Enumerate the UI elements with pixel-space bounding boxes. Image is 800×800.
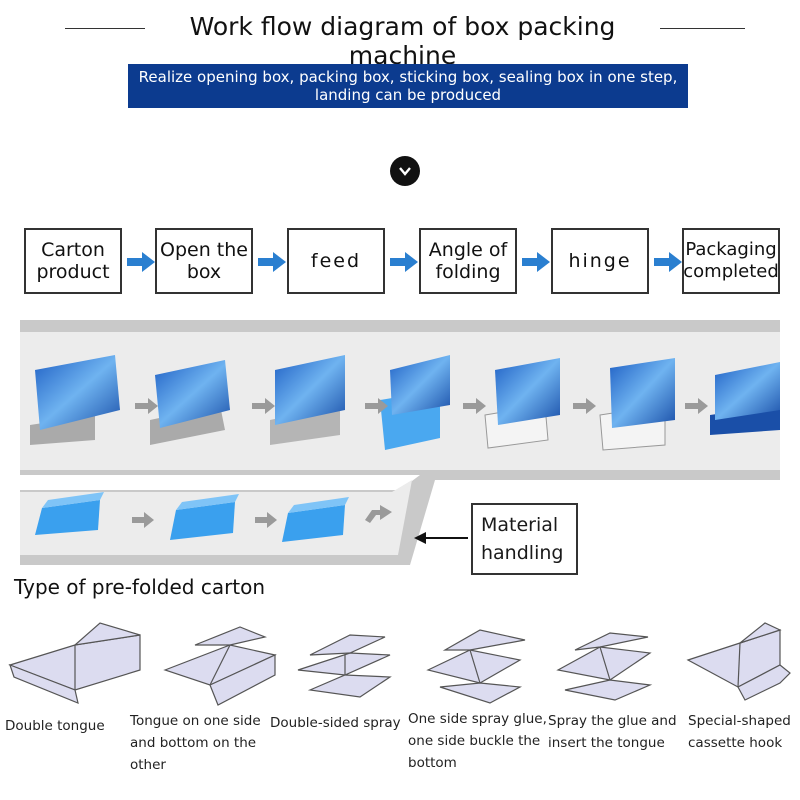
flow-step-feed: feed	[287, 228, 385, 294]
lane-arrow-icon	[573, 398, 596, 414]
label-line: bottom	[408, 755, 457, 771]
step-label: Carton	[41, 239, 105, 261]
label-line: Double-sided spray	[270, 715, 401, 731]
carton-stage-2	[150, 360, 230, 445]
carton-diagram-double-sided-spray	[297, 634, 392, 698]
flat-carton-3	[282, 497, 349, 542]
label-line: Double tongue	[5, 718, 105, 734]
carton-type-label: Tongue on one side and bottom on the oth…	[130, 710, 261, 776]
flow-arrow-icon	[390, 252, 418, 272]
carton-type-label: Spray the glue and insert the tongue	[548, 710, 677, 754]
lane-arrow-icon	[685, 398, 708, 414]
carton-stage-3	[270, 355, 345, 445]
label-line: other	[130, 757, 166, 773]
label-line: and bottom on the	[130, 735, 257, 751]
lane-arrow-icon	[252, 398, 275, 414]
carton-stage-7	[710, 362, 780, 435]
flow-arrow-icon	[654, 252, 682, 272]
conveyor-illustration	[20, 320, 780, 565]
material-line-1: Material	[481, 514, 559, 536]
lane-arrow-icon	[365, 398, 388, 414]
step-label: hinge	[568, 250, 632, 272]
flow-arrow-icon	[258, 252, 286, 272]
carton-type-diagrams	[8, 622, 791, 706]
carton-stage-4	[380, 355, 450, 450]
carton-stage-5	[484, 358, 560, 449]
carton-diagram-tongue-bottom	[163, 626, 277, 706]
carton-diagram-spray-tongue	[556, 632, 653, 701]
label-line: cassette hook	[688, 735, 783, 751]
label-line: one side buckle the	[408, 733, 541, 749]
step-label: Angle of	[428, 239, 508, 261]
carton-diagram-double-tongue	[8, 622, 141, 704]
material-handling-label: Material handling	[471, 503, 578, 575]
step-label: feed	[310, 250, 362, 272]
step-label: folding	[435, 261, 501, 283]
carton-stage-1	[30, 355, 120, 445]
pointer-arrow-icon	[414, 532, 426, 544]
carton-diagram-spray-buckle	[426, 629, 526, 704]
carton-type-label: Double tongue	[5, 715, 105, 737]
lane-arrow-icon	[255, 512, 277, 528]
step-label: completed	[683, 261, 779, 282]
label-line: Tongue on one side	[130, 713, 261, 729]
carton-type-label: Special-shaped cassette hook	[688, 710, 791, 754]
label-line: insert the tongue	[548, 735, 665, 751]
carton-type-label: One side spray glue, one side buckle the…	[408, 708, 547, 774]
lane-arrow-icon	[135, 398, 158, 414]
step-label: box	[186, 261, 222, 283]
banner-line-1: Realize opening box, packing box, sticki…	[138, 68, 678, 86]
carton-type-label: Double-sided spray	[270, 712, 401, 734]
material-line-2: handling	[481, 542, 564, 564]
title-rule-right	[660, 28, 745, 29]
banner-line-2: landing can be produced	[314, 86, 502, 104]
step-label: product	[36, 261, 110, 283]
flow-arrow-icon	[522, 252, 550, 272]
flat-carton-1	[35, 492, 104, 535]
label-line: One side spray glue,	[408, 711, 547, 727]
subtitle-banner: Realize opening box, packing box, sticki…	[128, 64, 688, 108]
flow-step-hinge: hinge	[551, 228, 649, 294]
lane-arrow-icon	[365, 505, 392, 523]
flow-arrow-icon	[127, 252, 155, 272]
step-label: Packaging	[685, 239, 777, 260]
label-line: Spray the glue and	[548, 713, 677, 729]
label-line: Special-shaped	[688, 713, 791, 729]
carton-diagram-cassette-hook	[686, 622, 791, 701]
carton-stage-6	[599, 358, 675, 451]
page-title: Work flow diagram of box packing machine	[189, 12, 616, 70]
lane-arrow-icon	[463, 398, 486, 414]
flat-carton-2	[170, 494, 239, 540]
chevron-down-icon[interactable]	[390, 156, 420, 186]
carton-types-heading: Type of pre-folded carton	[14, 575, 266, 599]
step-label: Open the	[160, 239, 248, 261]
lane-arrow-icon	[132, 512, 154, 528]
title-rule-left	[65, 28, 145, 29]
